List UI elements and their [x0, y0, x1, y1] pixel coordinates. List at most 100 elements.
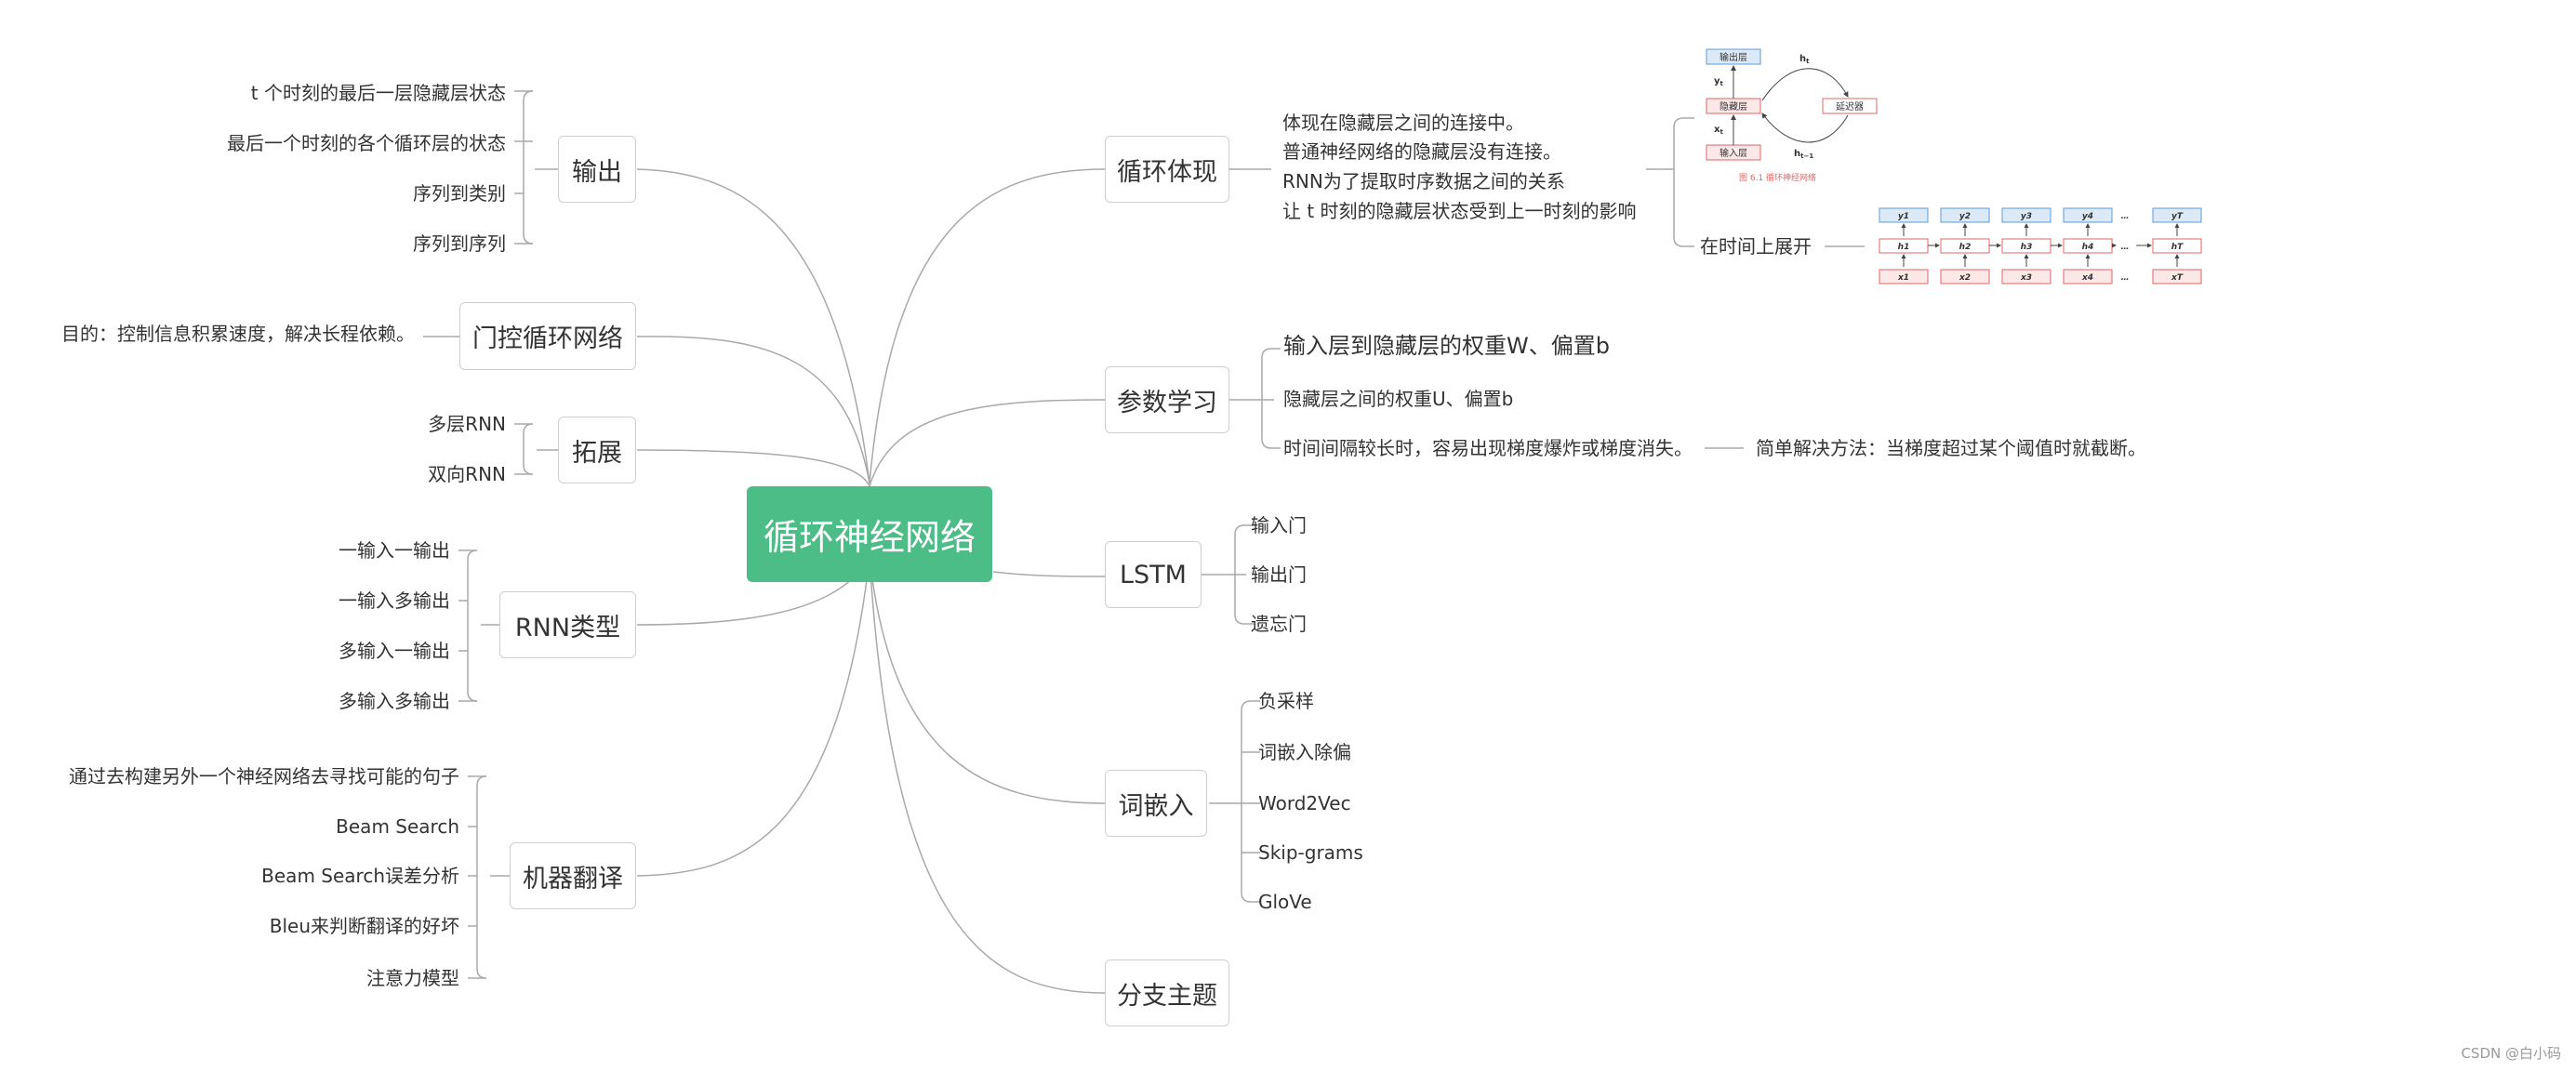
note-recurrence-1: 体现在隐藏层之间的连接中。: [1282, 112, 1524, 134]
fig1-x: x: [1714, 125, 1720, 135]
leaf-mt-4: Bleu来判断翻译的好坏: [269, 915, 459, 937]
leaf-extend-1: 多层RNN: [428, 413, 506, 435]
svg-text:ht−1: ht−1: [1794, 149, 1813, 160]
node-branch-topic[interactable]: 分支主题: [1105, 960, 1229, 1026]
leaf-rnntype-2: 一输入多输出: [339, 589, 450, 612]
leaf-output-1: t 个时刻的最后一层隐藏层状态: [250, 82, 506, 104]
node-extend[interactable]: 拓展: [558, 417, 636, 483]
fig2-top-label: yT: [2171, 212, 2184, 221]
svg-text:xt: xt: [1714, 125, 1723, 136]
fig2-top-label: y3: [2021, 212, 2032, 221]
fig2-mid-label: h1: [1898, 243, 1910, 252]
fig2-top-cell: [2063, 207, 2113, 223]
leaf-param-3: 时间间隔较长时，容易出现梯度爆炸或梯度消失。: [1283, 437, 1693, 459]
fig2-bottom-label: x2: [1959, 273, 1971, 283]
note-recurrence-3: RNN为了提取时序数据之间的关系: [1282, 170, 1565, 192]
fig1-delay-label: 延迟器: [1836, 100, 1864, 112]
fig2-bottom-cell: [2001, 269, 2052, 285]
note-recurrence-2: 普通神经网络的隐藏层没有连接。: [1282, 140, 1561, 163]
fig1-h-prev: h: [1794, 149, 1800, 159]
leaf-mt-2: Beam Search: [336, 815, 459, 838]
leaf-rnntype-1: 一输入一输出: [339, 539, 450, 562]
fig2-mid-label: h3: [2021, 243, 2033, 252]
link-lstm: [992, 571, 1106, 577]
svg-text:ht: ht: [1799, 54, 1810, 65]
fig2-mid-cell: [2152, 238, 2202, 254]
central-topic[interactable]: 循环神经网络: [747, 486, 992, 582]
link-recurrence: [869, 168, 1106, 484]
fig2-mid-label: h2: [1959, 243, 1972, 252]
link-mt: [636, 557, 870, 877]
figure-rnn-loop: 输出层 隐藏层 延迟器 输入层 yt xt ht ht−1 图 6.1 循环神经…: [1706, 48, 1878, 183]
fig2-bottom-cell: [2152, 269, 2202, 285]
fig1-y: y: [1714, 76, 1720, 86]
node-param-learning[interactable]: 参数学习: [1105, 366, 1229, 433]
fig1-h-sub: t: [1806, 58, 1810, 65]
fig1-h: h: [1799, 54, 1806, 64]
fig2-top-label: y1: [1898, 212, 1909, 221]
fig2-top-cell: [2001, 207, 2052, 223]
fig1-y-sub: t: [1720, 80, 1724, 87]
fig1-output-label: 输出层: [1720, 51, 1747, 63]
leaf-rnntype-3: 多输入一输出: [339, 640, 450, 662]
link-params: [869, 399, 1106, 487]
node-rnn-types[interactable]: RNN类型: [499, 591, 636, 658]
link-branch: [869, 557, 1106, 994]
link-gated: [636, 336, 870, 484]
link-output: [636, 168, 870, 484]
leaf-mt-3: Beam Search误差分析: [261, 865, 459, 887]
note-recurrence-4: 让 t 时刻的隐藏层状态受到上一时刻的影响: [1282, 200, 1637, 222]
fig1-input-label: 输入层: [1720, 147, 1747, 159]
link-extend: [636, 449, 870, 487]
node-output[interactable]: 输出: [558, 136, 636, 203]
node-word-embedding[interactable]: 词嵌入: [1105, 770, 1207, 837]
leaf-param-1: 输入层到隐藏层的权重W、偏置b: [1283, 333, 1610, 359]
node-lstm[interactable]: LSTM: [1105, 541, 1202, 608]
fig1-x-sub: t: [1720, 128, 1723, 136]
fig1-caption: 图 6.1 循环神经网络: [1739, 172, 1816, 183]
leaf-unfold-in-time: 在时间上展开: [1700, 235, 1812, 258]
fig2-bottom-label: x1: [1897, 273, 1909, 283]
fig2-bottom-label: …: [2121, 273, 2130, 283]
fig2-bottom-label: x4: [2081, 273, 2093, 283]
leaf-lstm-2: 输出门: [1251, 563, 1307, 586]
leaf-output-4: 序列到序列: [413, 232, 506, 255]
fig2-mid-label: h4: [2082, 243, 2094, 252]
leaf-output-2: 最后一个时刻的各个循环层的状态: [227, 132, 506, 154]
watermark: CSDN @白小码: [2461, 1045, 2561, 1062]
fig1-h-prev-sub: t−1: [1800, 152, 1813, 160]
leaf-gated-1: 目的：控制信息积累速度，解决长程依赖。: [61, 323, 415, 345]
fig2-mid-label: …: [2121, 243, 2130, 252]
fig2-top-label: y4: [2082, 212, 2093, 221]
figure-rnn-unrolled: y1 y2 y3 y4 … yT h1 h2 h3 h4 … hT x1 x2 x3 x4 … xT: [1879, 207, 2202, 285]
link-embed: [869, 557, 1106, 804]
node-machine-translation[interactable]: 机器翻译: [510, 842, 636, 909]
leaf-mt-1: 通过去构建另外一个神经网络去寻找可能的句子: [69, 765, 459, 787]
node-recurrence[interactable]: 循环体现: [1105, 136, 1229, 203]
leaf-embed-1: 负采样: [1258, 690, 1314, 712]
fig2-bottom-cell: [1940, 269, 1990, 285]
fig2-bottom-cell: [2063, 269, 2113, 285]
leaf-lstm-3: 遗忘门: [1251, 613, 1307, 635]
fig2-mid-label: hT: [2171, 243, 2184, 252]
svg-text:yt: yt: [1714, 76, 1724, 87]
leaf-param-sub: 简单解决方法：当梯度超过某个阈值时就截断。: [1756, 437, 2146, 459]
fig2-top-cell: [1940, 207, 1990, 223]
node-gated-rnn[interactable]: 门控循环网络: [459, 302, 636, 370]
leaf-extend-2: 双向RNN: [428, 463, 506, 485]
fig2-bottom-label: xT: [2171, 273, 2184, 283]
fig2-top-label: …: [2121, 212, 2130, 221]
fig2-top-cell: [1879, 207, 1929, 223]
fig2-bottom-label: x3: [2020, 273, 2032, 283]
leaf-lstm-1: 输入门: [1251, 514, 1307, 536]
fig2-top-label: y2: [1959, 212, 1971, 221]
fig2-top-cell: [2152, 207, 2202, 223]
leaf-embed-3: Word2Vec: [1258, 792, 1351, 814]
leaf-rnntype-4: 多输入多输出: [339, 690, 450, 712]
leaf-embed-2: 词嵌入除偏: [1258, 741, 1351, 763]
fig1-hidden-label: 隐藏层: [1720, 101, 1747, 112]
leaf-mt-5: 注意力模型: [366, 967, 459, 989]
fig2-bottom-cell: [1879, 269, 1929, 285]
